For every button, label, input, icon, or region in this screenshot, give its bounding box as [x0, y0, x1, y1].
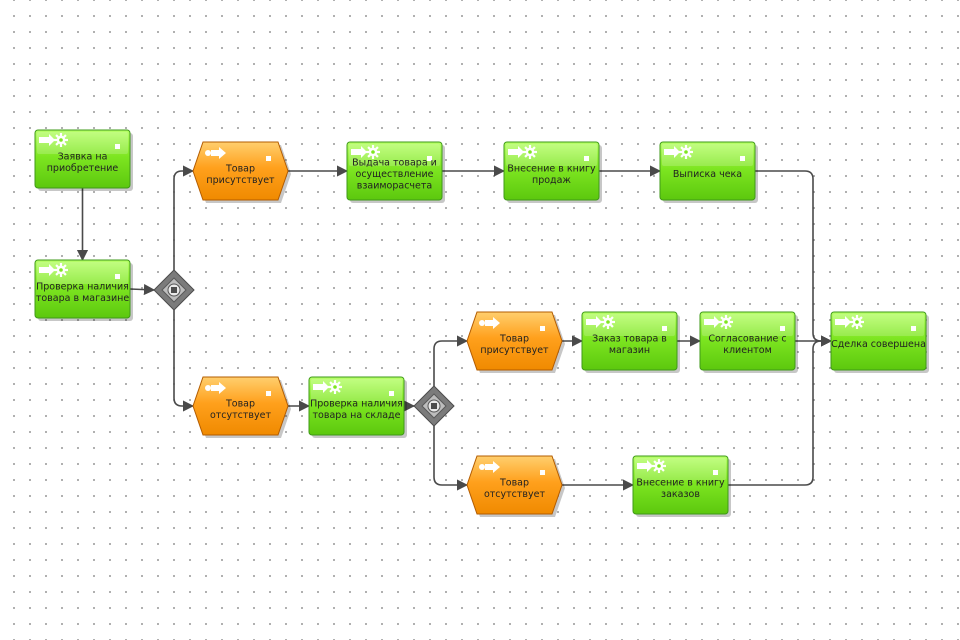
marker-square	[911, 326, 916, 331]
gear-arrow-icon	[835, 315, 864, 329]
connector-f2-g1	[129, 283, 156, 296]
node-label: Выдача товара и	[352, 158, 437, 169]
node-label: присутствует	[206, 175, 275, 186]
gear-arrow-icon	[351, 145, 380, 159]
marker-square	[427, 156, 432, 161]
gear-arrow-icon	[586, 315, 615, 329]
marker-square	[740, 156, 745, 161]
marker-square	[266, 156, 271, 161]
arrow-icon	[479, 317, 500, 329]
gateway-node-g2[interactable]	[413, 385, 455, 427]
function-node-f5[interactable]: Выписка чека	[659, 141, 758, 203]
marker-square	[115, 274, 120, 279]
node-label: Товар	[225, 163, 255, 174]
marker-square	[780, 326, 785, 331]
gear-arrow-icon	[39, 263, 68, 277]
node-label: Товар	[499, 477, 529, 488]
arrow-icon	[205, 147, 226, 159]
node-label: Товар	[225, 398, 255, 409]
node-label: Согласование с	[708, 333, 786, 344]
node-label: Проверка наличия	[36, 281, 129, 292]
marker-square	[540, 470, 545, 475]
marker-square	[266, 391, 271, 396]
node-label: продаж	[532, 175, 571, 186]
marker-square	[389, 391, 394, 396]
gear-arrow-icon	[704, 315, 733, 329]
node-label: магазин	[609, 345, 650, 356]
gear-arrow-icon	[508, 145, 537, 159]
node-label: Выписка чека	[673, 169, 742, 180]
node-label: Внесение в книгу	[636, 477, 725, 488]
gear-arrow-icon	[664, 145, 693, 159]
node-label: отсутствует	[484, 489, 546, 500]
connectors	[76, 165, 833, 491]
node-label: товара в магазине	[36, 293, 129, 304]
node-label: заказов	[661, 489, 700, 500]
gateway-node-g1[interactable]	[153, 269, 195, 311]
marker-square	[540, 326, 545, 331]
node-label: взаиморасчета	[357, 181, 433, 192]
connector-g1-e1	[173, 165, 195, 270]
gear-arrow-icon	[313, 380, 342, 394]
node-label: приобретение	[47, 163, 119, 174]
connector-g1-e2	[173, 310, 195, 412]
connector-f9-f10	[728, 335, 833, 486]
node-label: клиентом	[723, 345, 772, 356]
node-label: Внесение в книгу	[507, 163, 596, 174]
node-label: товара на складе	[313, 410, 401, 421]
connector-g2-e3	[433, 335, 469, 386]
arrow-icon	[479, 461, 500, 473]
gear-arrow-icon	[39, 133, 68, 147]
node-label: Сделка совершена	[831, 339, 926, 350]
function-node-f3[interactable]: Выдача товара иосуществлениевзаиморасчет…	[346, 141, 445, 203]
arrow-icon	[205, 382, 226, 394]
marker-square	[713, 470, 718, 475]
node-label: Товар	[499, 333, 529, 344]
node-label: присутствует	[480, 345, 549, 356]
marker-square	[662, 326, 667, 331]
node-label: Заявка на	[58, 151, 108, 162]
node-label: осуществление	[356, 169, 434, 180]
node-label: отсутствует	[210, 410, 272, 421]
gear-arrow-icon	[637, 459, 666, 473]
node-label: Проверка наличия	[310, 398, 403, 409]
function-node-f10[interactable]: Сделка совершена	[830, 311, 929, 373]
marker-square	[584, 156, 589, 161]
marker-square	[115, 144, 120, 149]
node-label: Заказ товара в	[592, 333, 667, 344]
connector-g2-e4	[433, 426, 469, 491]
